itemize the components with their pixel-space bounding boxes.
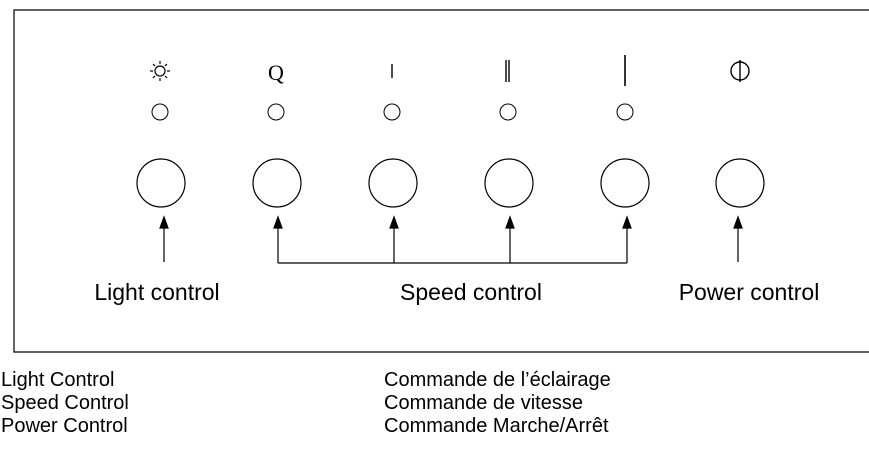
light-control-label: Light control	[94, 279, 219, 305]
speed-2-indicator-led	[499, 103, 517, 121]
light-indicator-led	[151, 103, 169, 121]
speed-2-button[interactable]	[484, 158, 534, 208]
legend-english-power: Power Control	[1, 415, 128, 437]
speed-q-symbol: Q	[268, 60, 284, 85]
pointer-arrows	[159, 215, 743, 264]
speed-1-button[interactable]	[368, 158, 418, 208]
power-control-label: Power control	[679, 279, 820, 305]
power-button[interactable]	[715, 158, 765, 208]
legend-english-speed: Speed Control	[1, 392, 129, 414]
speed-q-button[interactable]	[252, 158, 302, 208]
legend-french: Commande de l’éclairage Commande de vite…	[384, 369, 611, 438]
legend-french-power: Commande Marche/Arrêt	[384, 415, 609, 437]
light-button[interactable]	[136, 158, 186, 208]
speed-3-button[interactable]	[600, 158, 650, 208]
sun-icon	[150, 61, 170, 81]
speed-2-bar-icon	[505, 60, 510, 82]
legend-english-light: Light Control	[1, 369, 115, 391]
speed-3-indicator-led	[616, 103, 634, 121]
speed-q-indicator-led	[267, 103, 285, 121]
legend-french-speed: Commande de vitesse	[384, 392, 583, 414]
legend-french-light: Commande de l’éclairage	[384, 369, 611, 391]
panel-border	[13, 9, 869, 353]
power-icon	[730, 60, 750, 82]
legend-english: Light Control Speed Control Power Contro…	[1, 369, 129, 438]
speed-control-label: Speed control	[400, 279, 542, 305]
speed-1-indicator-led	[383, 103, 401, 121]
